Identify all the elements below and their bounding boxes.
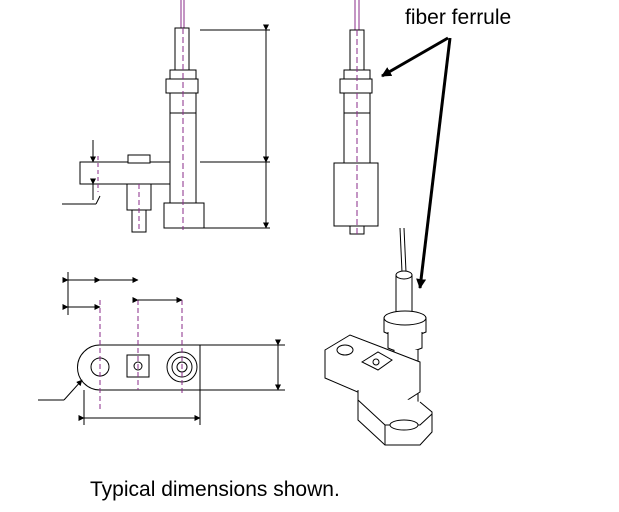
caption-text: Typical dimensions shown. [90,478,340,501]
top-view [38,272,285,425]
side-view [333,0,379,236]
fiber-ferrule-label: fiber ferrule [405,6,512,29]
isometric-view [324,227,433,446]
front-view [62,0,270,233]
callout-arrows [381,36,452,289]
